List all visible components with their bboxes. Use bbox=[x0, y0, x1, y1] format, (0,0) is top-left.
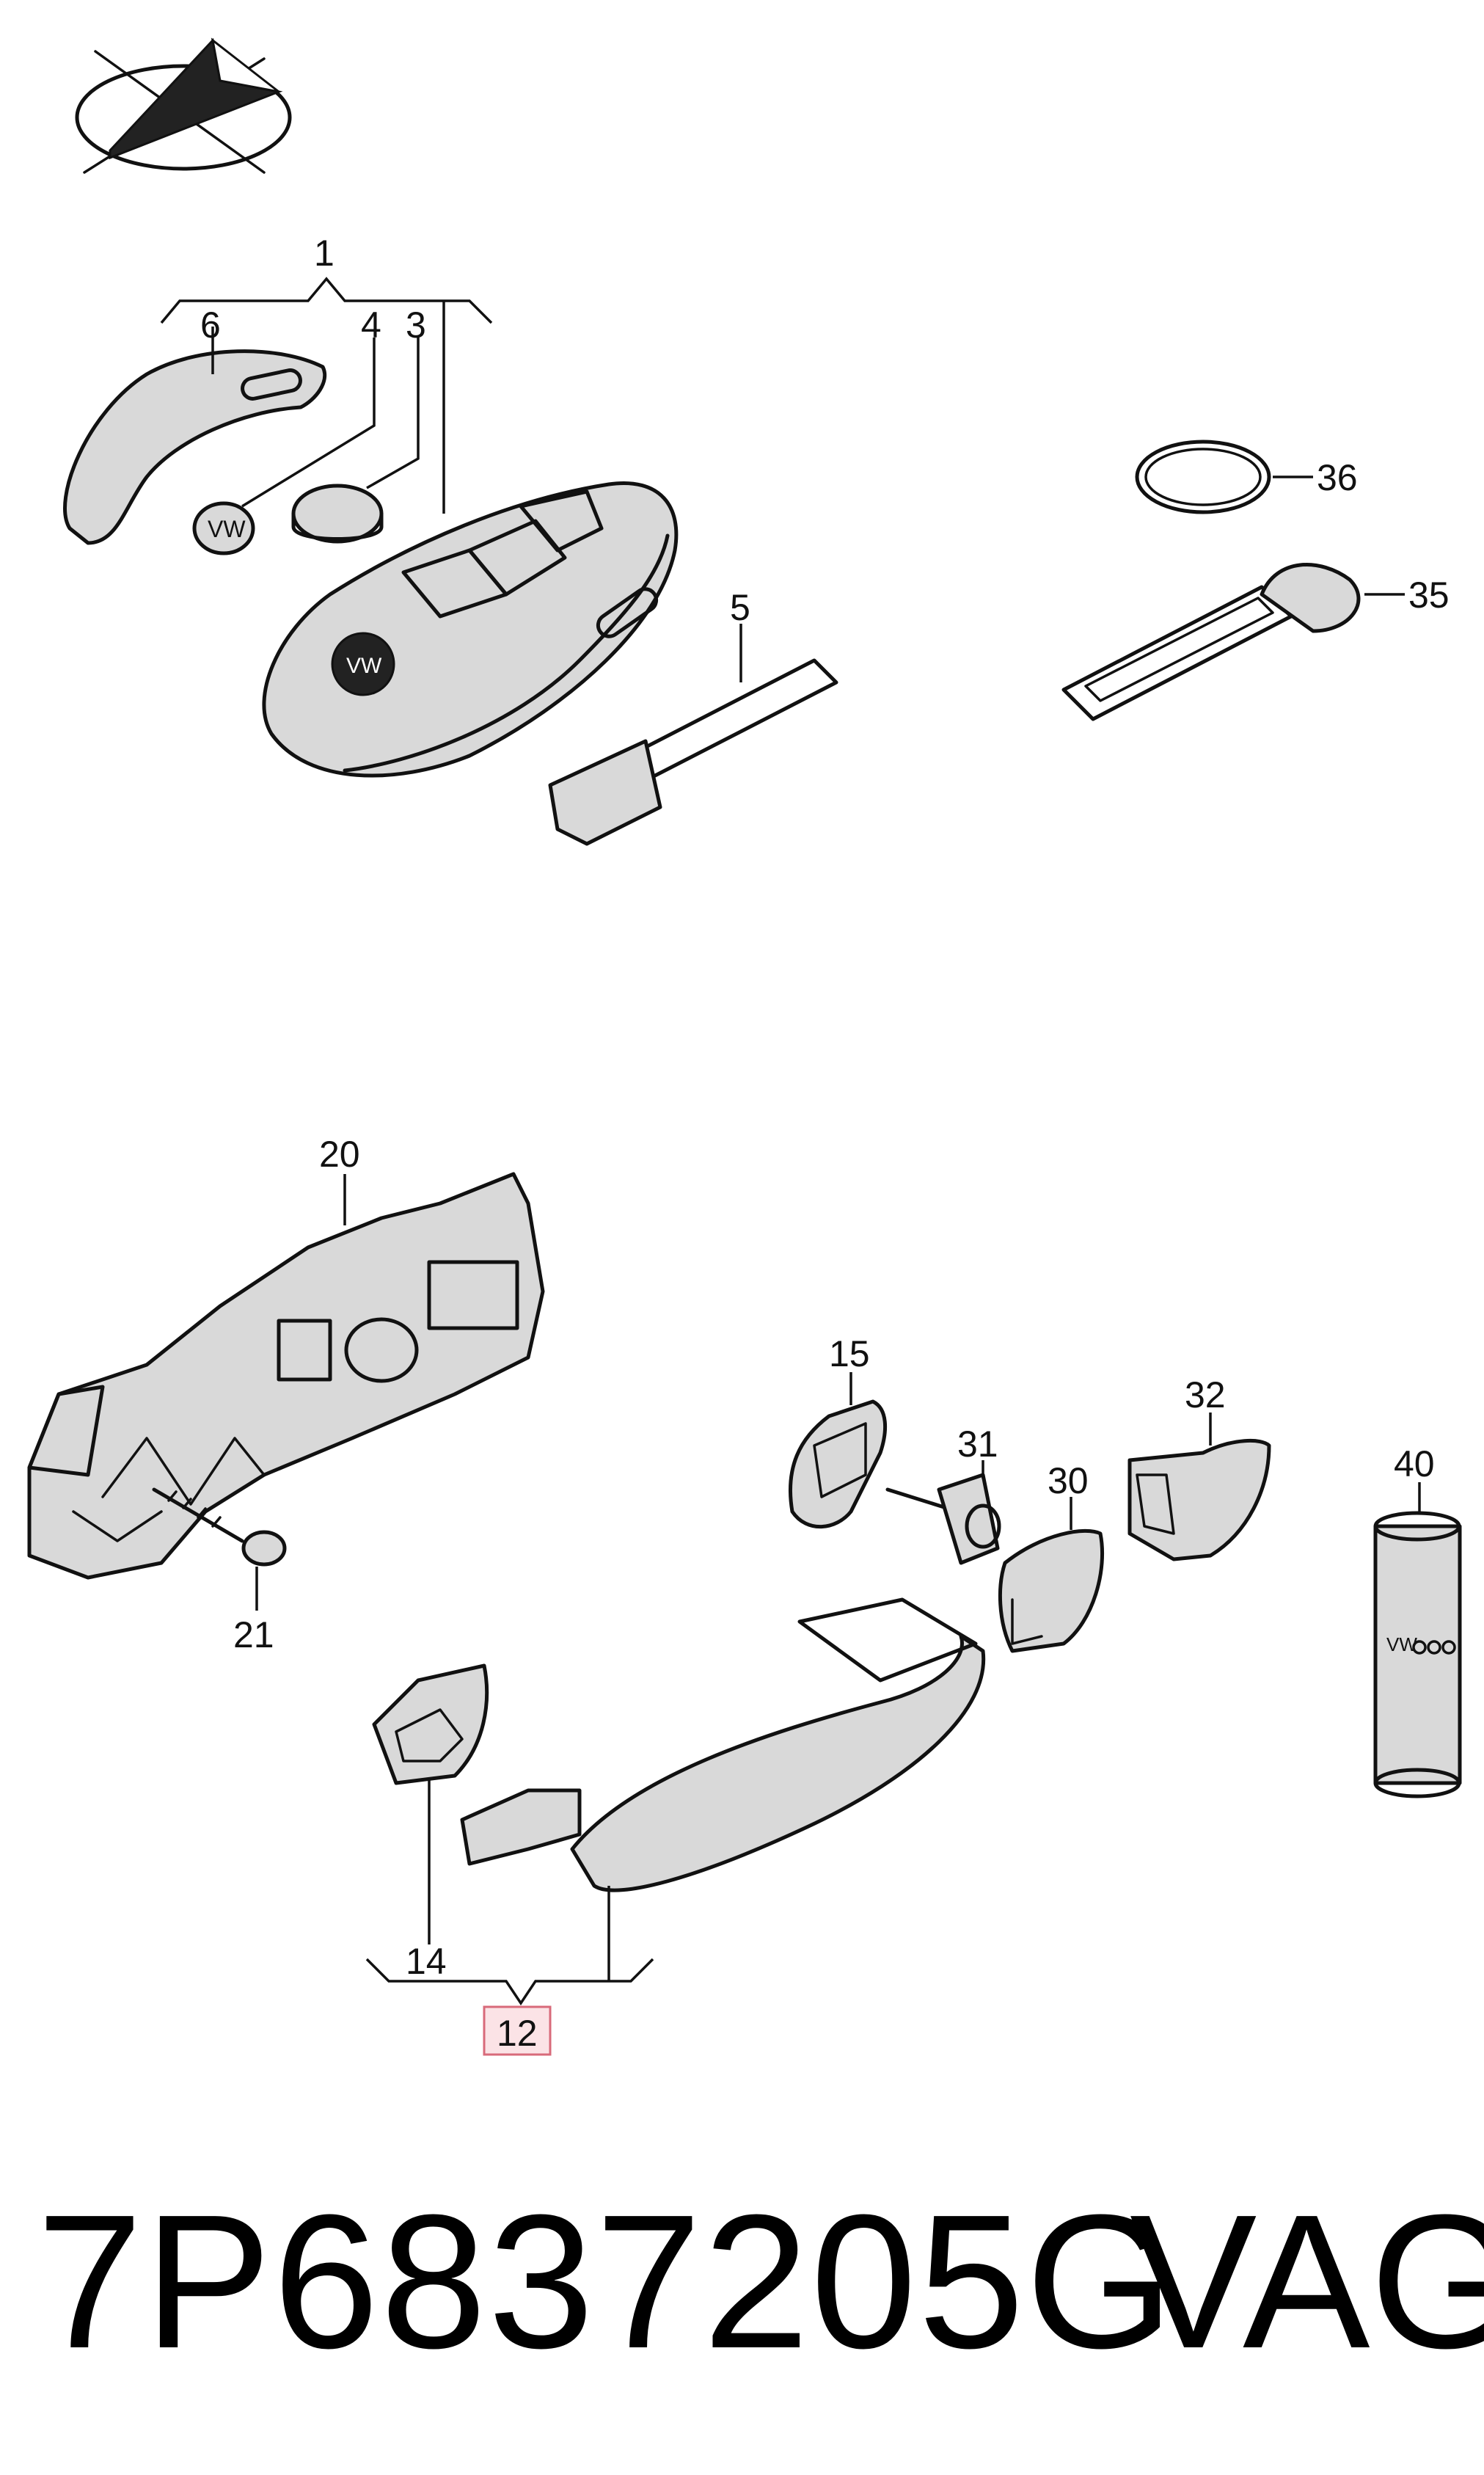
door-handle-part-12 bbox=[460, 1597, 986, 1981]
end-cap-part-32 bbox=[1127, 1413, 1271, 1561]
cover-part-14 bbox=[372, 1663, 489, 1944]
callout-31[interactable]: 31 bbox=[957, 1424, 998, 1465]
callout-40[interactable]: 40 bbox=[1394, 1443, 1435, 1484]
tube-part-40: VW bbox=[1373, 1482, 1462, 1798]
svg-text:VW: VW bbox=[346, 654, 382, 678]
callout-30[interactable]: 30 bbox=[1048, 1460, 1089, 1501]
callout-1[interactable]: 1 bbox=[314, 233, 335, 274]
brand-name: VAG bbox=[1130, 2176, 1484, 2388]
callout-12[interactable]: 12 bbox=[497, 2013, 538, 2054]
key-cover-part-6 bbox=[63, 327, 327, 545]
callout-20[interactable]: 20 bbox=[319, 1134, 360, 1175]
end-cap-part-30 bbox=[998, 1497, 1104, 1653]
callout-14[interactable]: 14 bbox=[406, 1941, 447, 1982]
key-fob-part-1: VW bbox=[262, 481, 679, 778]
ring-part-36 bbox=[1135, 440, 1313, 514]
vw-emblem-icon: VW bbox=[192, 338, 376, 555]
callout-32[interactable]: 32 bbox=[1185, 1374, 1226, 1415]
callout-36[interactable]: 36 bbox=[1317, 457, 1358, 498]
emergency-key-part-5 bbox=[548, 624, 838, 846]
callout-15[interactable]: 15 bbox=[829, 1333, 870, 1374]
battery-part-3 bbox=[291, 338, 420, 544]
svg-text:VW: VW bbox=[208, 516, 246, 542]
callout-6[interactable]: 6 bbox=[200, 305, 221, 346]
callout-21[interactable]: 21 bbox=[233, 1614, 274, 1655]
handle-carrier-part-20 bbox=[27, 1172, 545, 1580]
screw-part-21 bbox=[152, 1487, 287, 1611]
svg-text:VW: VW bbox=[1386, 1633, 1417, 1655]
callout-4[interactable]: 4 bbox=[361, 305, 381, 346]
callout-5[interactable]: 5 bbox=[730, 587, 750, 628]
callout-bracket-1 bbox=[160, 277, 493, 514]
callout-3[interactable]: 3 bbox=[406, 305, 426, 346]
catalog-logo-icon bbox=[75, 37, 292, 174]
callout-35[interactable]: 35 bbox=[1408, 575, 1450, 616]
callout-bracket-12 bbox=[365, 1958, 654, 2006]
lock-cylinder-part-31 bbox=[885, 1460, 1001, 1565]
part-number: 7P6837205G bbox=[37, 2176, 1176, 2388]
cover-cap-part-15 bbox=[788, 1372, 888, 1529]
tag-part-35 bbox=[1061, 563, 1405, 721]
highlighted-callout-box bbox=[483, 2005, 552, 2056]
